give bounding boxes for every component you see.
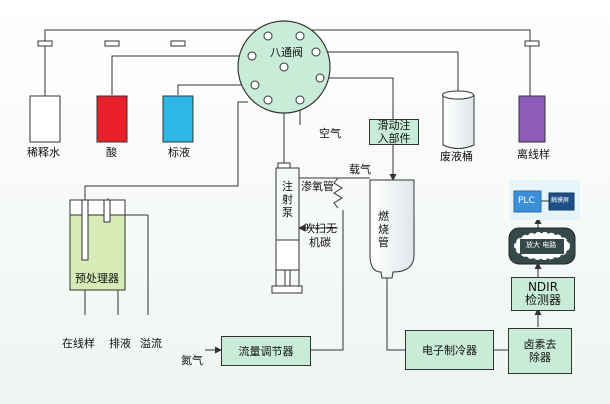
sliding-injection-line2: 入部件 <box>377 132 411 145</box>
flow-regulator-box: 流量调节器 <box>221 336 311 366</box>
air-label: 空气 <box>319 127 341 140</box>
electronic-cooler-box: 电子制冷器 <box>405 330 494 370</box>
purge-line2: 机碳 <box>309 236 331 249</box>
carrier-gas-label: 载气 <box>349 163 371 176</box>
osmosis-coil <box>333 177 343 209</box>
osmosis-tube-label: 渗氧管 <box>301 180 334 193</box>
line-stoppers <box>37 40 540 47</box>
pretreatment-shape <box>69 199 148 291</box>
pipe-offline <box>268 29 531 96</box>
purge-line1: 吹扫无 <box>304 222 337 235</box>
online-sample-label: 在线样 <box>62 337 95 350</box>
nitrogen-label: 氮气 <box>181 354 203 367</box>
waste-bucket-shape <box>442 90 475 149</box>
waste-bucket-label: 废液桶 <box>440 150 473 163</box>
pretreatment-label: 预处理器 <box>75 272 119 285</box>
combustion-tube-label: 燃烧管 <box>378 210 389 249</box>
dilution-water-label: 稀释水 <box>27 146 60 159</box>
plc-label: PLC <box>518 196 535 206</box>
pipe-comb-cooler <box>386 275 405 351</box>
pipe-waste <box>315 51 459 92</box>
pipe-standard <box>177 84 255 95</box>
syringe-pump-label: 注射泵 <box>282 180 293 219</box>
amplifier-line1: 放大 <box>526 241 540 249</box>
pipe-flow-up <box>310 210 344 351</box>
offline-bottle <box>518 95 546 143</box>
ndir-detector-box: NDIR 检测器 <box>511 277 575 311</box>
pipe-dilution <box>44 29 269 98</box>
halogen-remover-line1: 卤素去 <box>523 338 557 351</box>
halogen-remover-box: 卤素去 除器 <box>508 328 572 374</box>
sliding-injection-line1: 滑动注 <box>377 119 411 132</box>
valve-label: 八通阀 <box>270 46 303 59</box>
acid-bottle <box>96 95 128 143</box>
ndir-line2: 检测器 <box>524 293 561 307</box>
overflow-label: 溢流 <box>140 337 162 350</box>
standard-label: 标液 <box>168 146 190 159</box>
amplifier-label: 放大 电路 <box>526 240 556 250</box>
eight-port-valve <box>237 20 331 114</box>
display-label: 触摸屏 <box>551 197 570 204</box>
dilution-bottle <box>29 95 61 143</box>
ndir-line1: NDIR <box>527 280 559 294</box>
standard-bottle <box>162 95 194 143</box>
offline-sample-label: 离线样 <box>517 148 550 161</box>
pipe-acid <box>111 55 252 95</box>
syringe-pump-shape <box>271 162 303 294</box>
combustion-tube-shape <box>369 179 415 279</box>
sliding-injection-box: 滑动注 入部件 <box>369 119 419 145</box>
reagent-bottles <box>29 95 546 143</box>
detection-group <box>508 180 580 265</box>
acid-label: 酸 <box>106 146 117 159</box>
drain-label: 排液 <box>109 337 131 350</box>
amplifier-line2: 电路 <box>542 241 557 249</box>
halogen-remover-line2: 除器 <box>529 351 551 364</box>
pipe-sliding <box>320 77 394 120</box>
